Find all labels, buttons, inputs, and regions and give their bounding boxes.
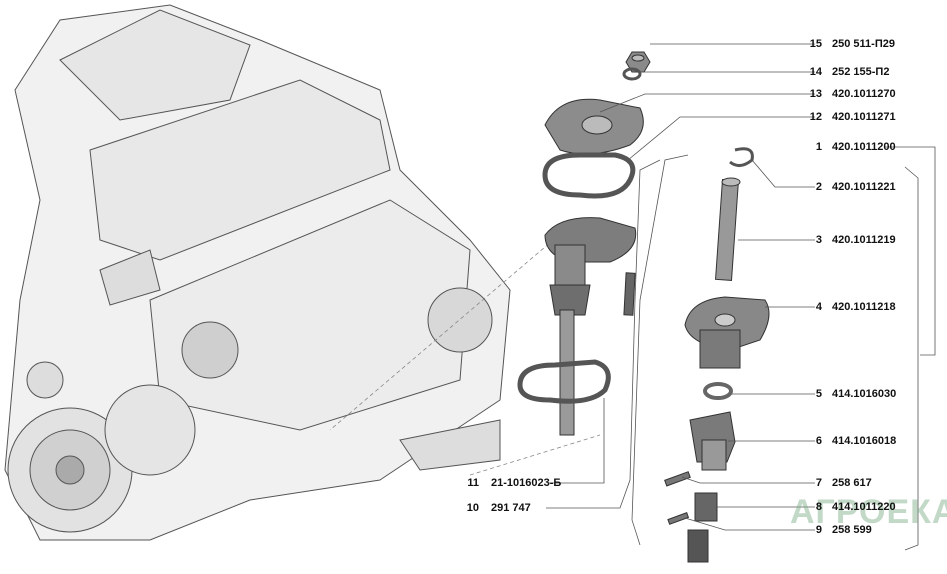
- part-2-clip: [729, 147, 754, 167]
- part-number: 3: [815, 234, 822, 246]
- part-number: 6: [815, 435, 822, 447]
- part-code: 420.1011221: [832, 181, 896, 193]
- part-code: 420.1011270: [832, 88, 896, 100]
- part-code: 414.1016030: [832, 388, 897, 400]
- part-number: 2: [815, 181, 822, 193]
- part-number: 9: [815, 524, 822, 536]
- part-code: 420.1011219: [832, 234, 896, 246]
- part-code: 291 747: [491, 502, 531, 514]
- part-number: 14: [809, 66, 822, 78]
- part-code: 420.1011218: [832, 301, 896, 313]
- part-6-gear: [689, 411, 736, 471]
- part-code: 21-1016023-Б: [491, 477, 562, 489]
- part-15-nut: [625, 51, 651, 73]
- part-13-cover: [544, 98, 644, 155]
- part-14-washer: [622, 67, 642, 81]
- part-12-gasket: [542, 152, 636, 199]
- part-5-washer: [703, 382, 733, 400]
- part-number: 11: [467, 477, 479, 489]
- part-code: 414.1011220: [832, 501, 896, 513]
- part-4-housing: [684, 296, 770, 369]
- part-code: 252 155-П2: [832, 66, 890, 78]
- part-number: 10: [466, 502, 479, 514]
- part-code: 250 511-П29: [832, 38, 895, 50]
- part-3-shaft: [714, 177, 741, 281]
- part-7-pin: [664, 471, 691, 487]
- part-code: 420.1011200: [832, 141, 896, 153]
- part-code: 414.1016018: [832, 435, 897, 447]
- engine-assembly: [4, 4, 511, 541]
- part-10-gasket: [517, 359, 611, 404]
- part-9-pin: [667, 512, 690, 525]
- part-number: 7: [815, 477, 822, 489]
- part-number: 5: [815, 388, 822, 400]
- leader-lines: [546, 43, 936, 551]
- part-code: 420.1011271: [832, 111, 896, 123]
- part-number: 1: [815, 141, 822, 153]
- part-8-block: [694, 492, 718, 522]
- watermark-logo: АГРОЕКА: [790, 493, 947, 531]
- part-number: 4: [815, 301, 822, 313]
- part-11-drive-assembly: [544, 217, 637, 436]
- part-code: 258 617: [832, 477, 872, 489]
- part-number: 13: [809, 88, 822, 100]
- part-number: 12: [809, 111, 822, 123]
- part-number: 15: [809, 38, 822, 50]
- part-number: 8: [815, 501, 822, 513]
- part-10-stud: [623, 272, 636, 316]
- assembly-axis-lines: [329, 229, 601, 476]
- part-code: 258 599: [832, 524, 872, 536]
- part-8-block-lower: [687, 529, 709, 563]
